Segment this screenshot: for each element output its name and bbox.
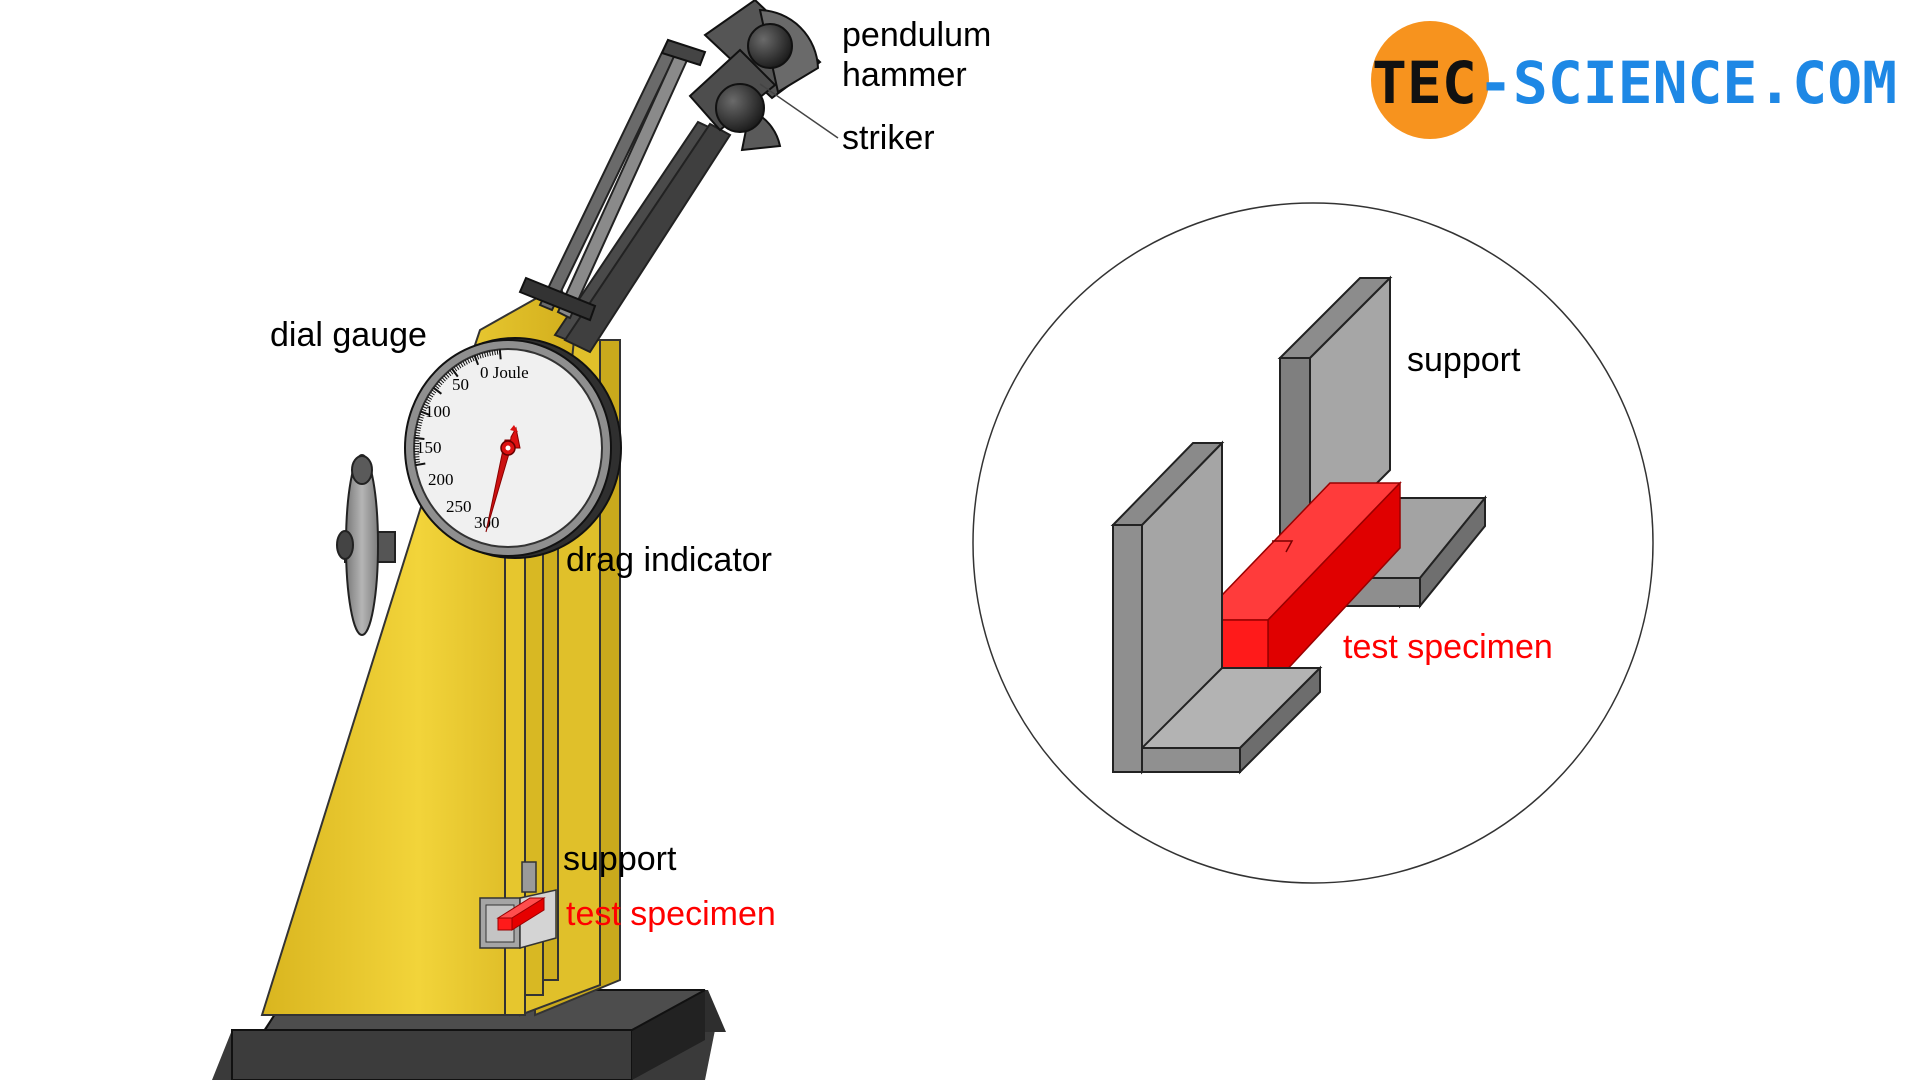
dial-tick [438,381,443,386]
dial-tick [460,362,464,368]
dial-tick [441,377,446,382]
dial-tick [414,456,420,458]
detail-view: support test specimen [972,202,1654,884]
dial-tick [436,383,441,388]
dial-tick [451,368,459,378]
dial-tick [496,349,499,355]
hammer-knob [747,23,793,69]
dial-tick [415,426,422,429]
dial-tick-label-250: 250 [446,497,472,516]
pendulum-hammer-label-line2: hammer [842,56,967,94]
dial-tick [415,462,426,467]
striker-label: striker [842,119,935,157]
dial-tick-label-200: 200 [428,470,454,489]
logo: TEC -SCIENCE.COM [1371,21,1897,139]
dial-tick [484,352,487,358]
dial-tick [418,416,424,419]
dial-tick [417,418,424,422]
striker [688,48,782,152]
machine-specimen-holder [479,861,557,949]
dial-tick [415,429,421,432]
detail-test-specimen-label: test specimen [1343,628,1553,666]
dial-tick [431,389,437,394]
dial-tick [426,398,431,403]
support-label: support [563,840,677,878]
dial-tick [471,356,475,362]
dial-tick-marks [413,349,502,467]
test-specimen-label: test specimen [566,895,776,933]
logo-circle [1371,21,1489,139]
dial-tick [498,349,502,360]
dial-tick [422,405,428,409]
dial-tick [453,366,458,372]
dial-tick [414,461,421,463]
dial-tick [449,369,454,375]
dial-tick [473,355,480,366]
dial-tick [445,373,450,378]
striker-knob [715,83,765,133]
pendulum-hammer-label-line1: pendulum [842,16,991,54]
dial-tick [432,386,443,395]
dial-tick-label-150: 150 [416,438,442,457]
striker-leader-line [759,83,839,139]
dial-tick [416,424,422,427]
dial-tick [417,421,423,424]
dial-tick-label-300: 300 [474,513,500,532]
dial-tick [476,354,480,360]
dial-tick [439,379,445,384]
dial-tick [481,352,484,358]
dial-tick [443,375,448,380]
dial-tick [415,432,421,434]
dial-tick [419,413,425,417]
pendulum-hammer [703,0,822,100]
dial-tick [491,350,494,356]
dial-tick [455,365,460,370]
dial-tick [420,410,431,417]
dial-unit-label: 0 Joule [480,363,529,382]
dial-tick [427,396,433,400]
dial-tick-label-50: 50 [452,375,469,394]
detail-support-label: support [1407,341,1521,379]
dial-tick [430,391,435,396]
hand-wheel [336,454,396,636]
dial-tick-label-100: 100 [425,402,451,421]
dial-tick [489,350,491,356]
dial-tick [464,359,468,365]
dial-tick [469,357,473,363]
dial-gauge-label: dial gauge [270,316,427,354]
dial-tick [434,385,440,390]
logo-prefix: TEC [1372,49,1477,117]
dial-tick [414,458,420,461]
dial-tick [479,353,482,359]
dial-tick [414,436,425,440]
dial-tick [466,358,471,364]
dial-tick [462,360,466,366]
logo-suffix: -SCIENCE.COM [1478,49,1897,117]
dial-tick [424,401,430,405]
dial-gauge: 0 Joule 50 100 150 200 250 300 [404,337,622,559]
dial-tick [486,351,489,357]
dial-tick [428,393,434,398]
dial-tick [447,371,452,377]
dial-tick [423,403,429,407]
dial-tick [494,349,496,356]
dial-tick [414,434,420,437]
drag-indicator-needle [485,439,514,533]
drag-indicator-label: drag indicator [566,541,772,579]
dial-tick [457,363,462,369]
dial-tick [421,408,427,412]
detail-specimen-notch [1272,540,1294,553]
pendulum-arms [518,38,732,354]
